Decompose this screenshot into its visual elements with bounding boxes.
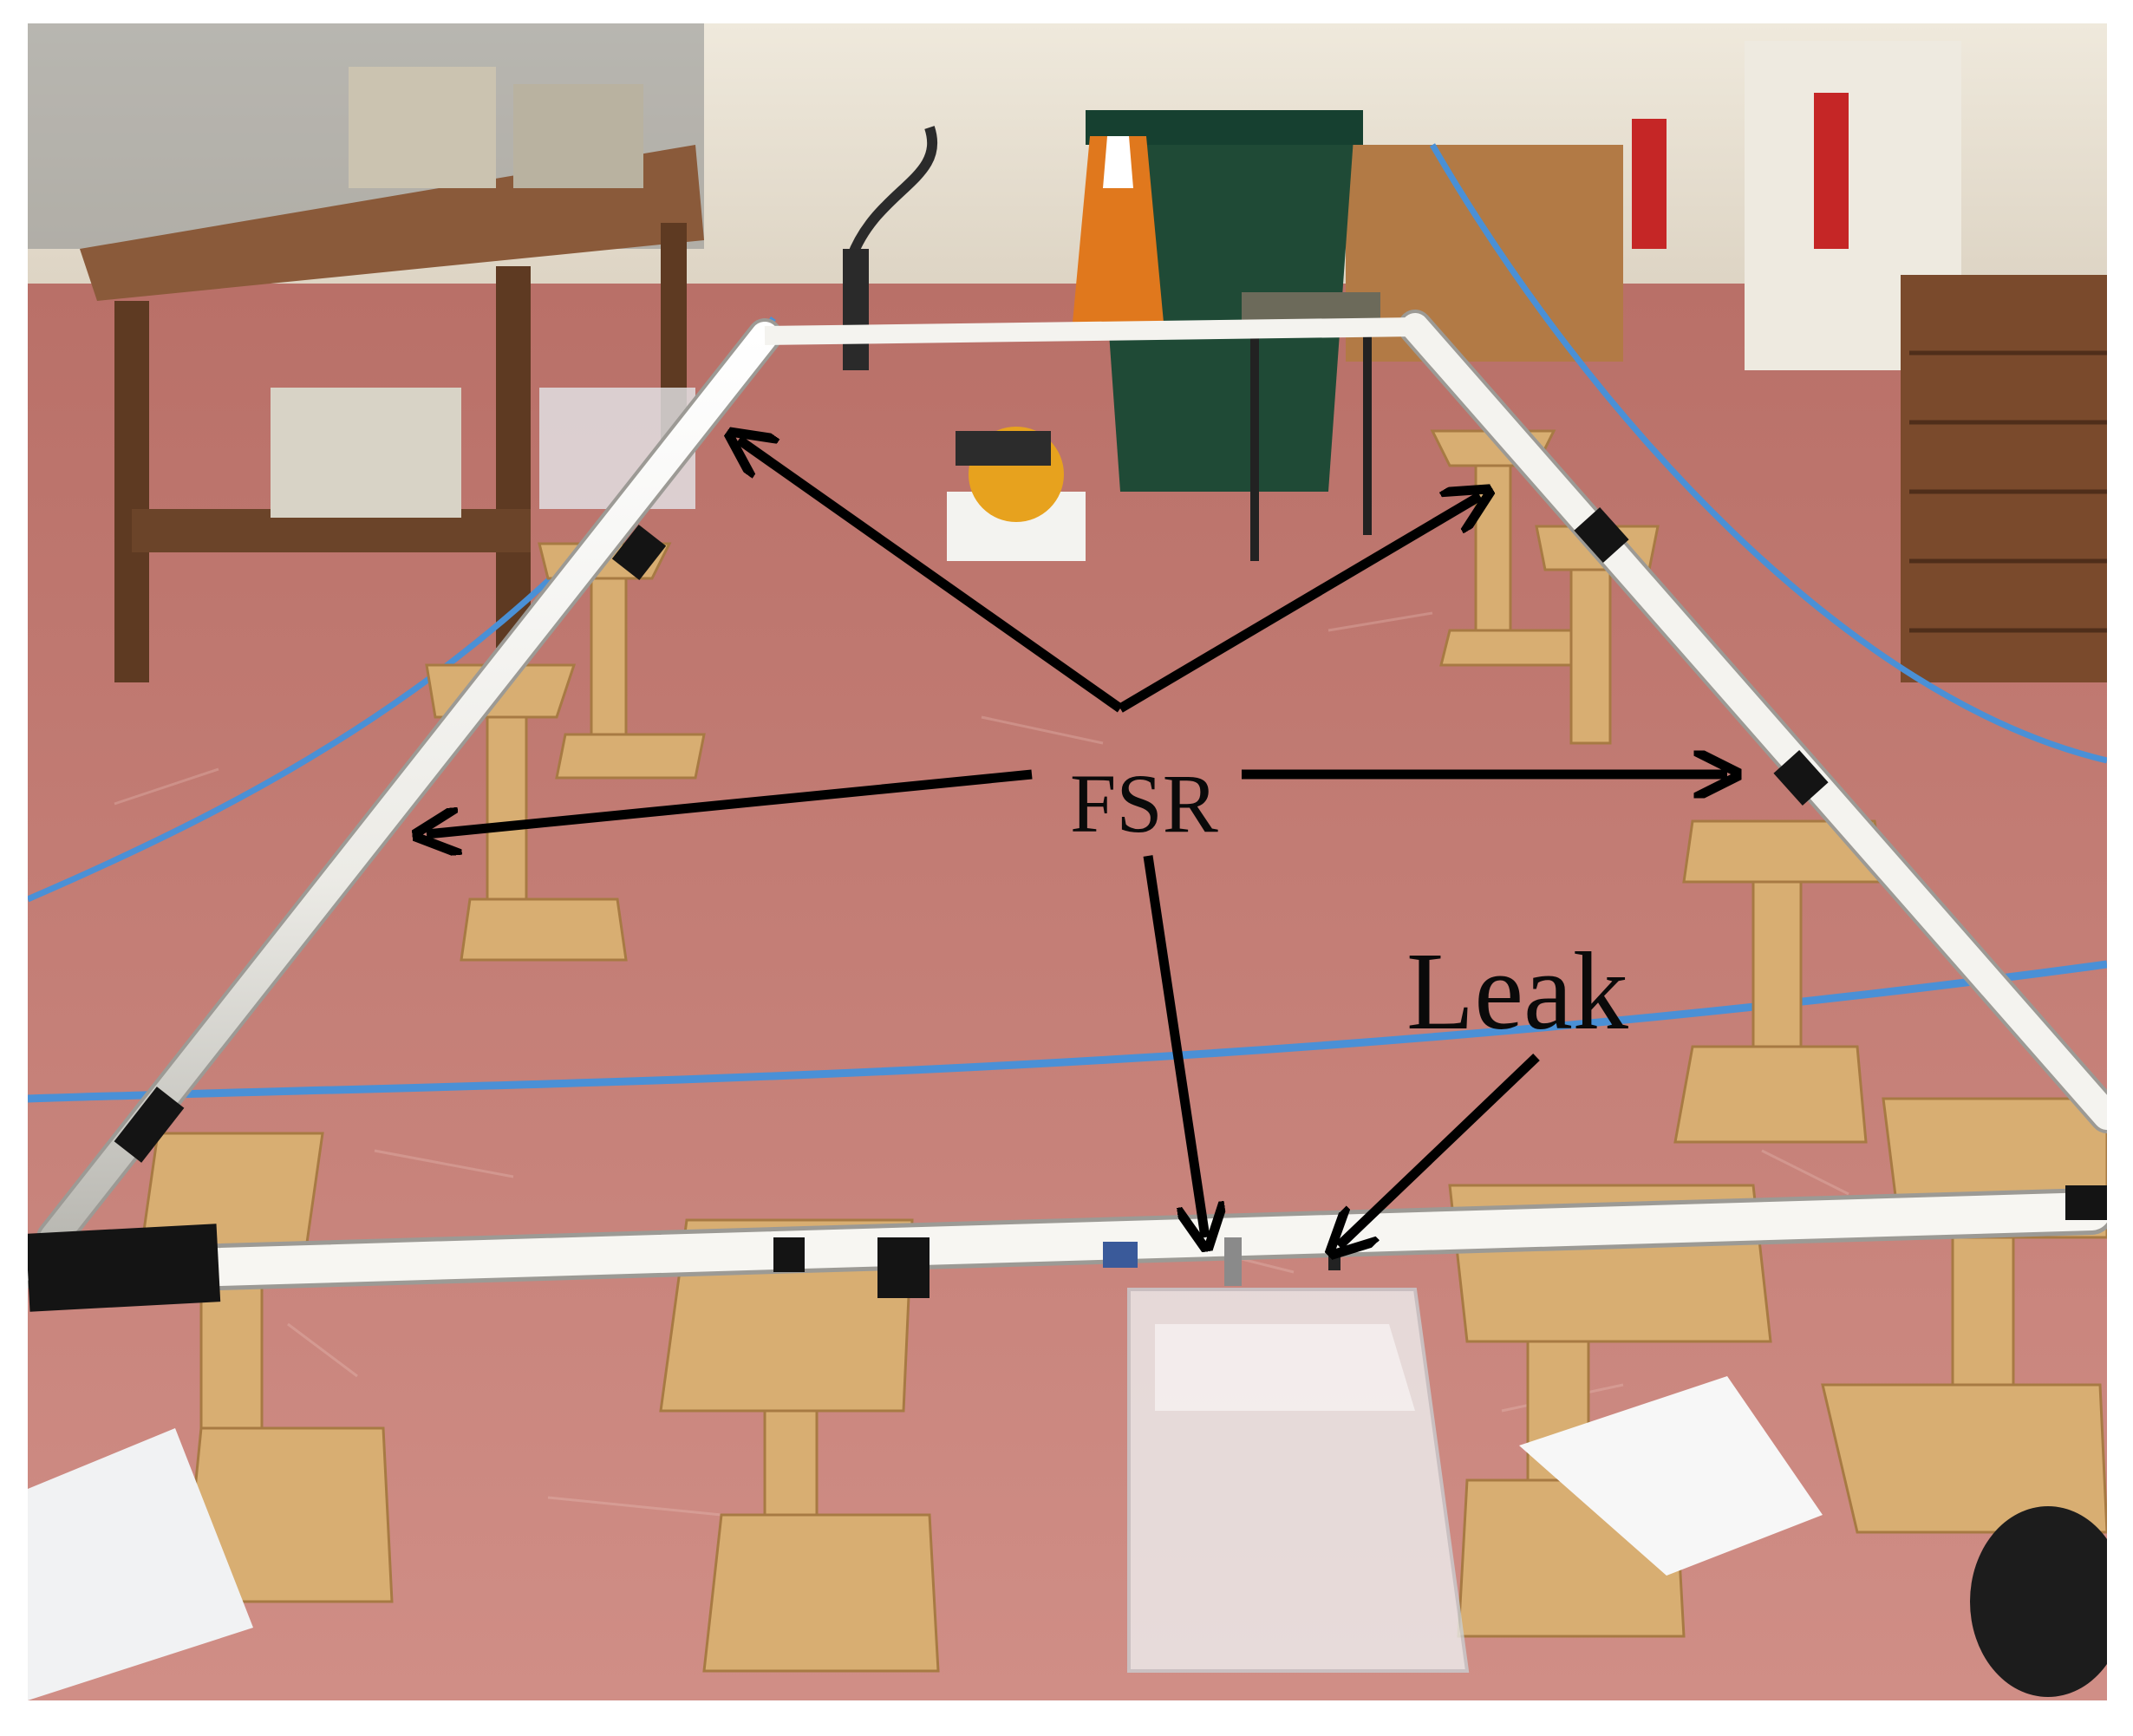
pipe-loop bbox=[28, 310, 2107, 1312]
paper-sheet-left bbox=[28, 1428, 253, 1700]
round-base-right bbox=[1970, 1506, 2107, 1697]
test-rig-scene bbox=[28, 23, 2107, 1700]
paper-sheet-right bbox=[1519, 1376, 1823, 1576]
rope-front bbox=[28, 960, 2107, 1103]
fsr-annotation-label: FSR bbox=[1070, 757, 1218, 850]
workbench-left bbox=[28, 23, 704, 682]
rope-right bbox=[1429, 143, 2107, 764]
plastic-box bbox=[1127, 1288, 1470, 1673]
annotation-arrows bbox=[427, 440, 1727, 1246]
center-equipment bbox=[843, 110, 1380, 561]
lab-photo: FSR Leak bbox=[28, 23, 2107, 1700]
leak-annotation-label: Leak bbox=[1406, 930, 1628, 1053]
pipe-supports bbox=[139, 429, 2107, 1673]
